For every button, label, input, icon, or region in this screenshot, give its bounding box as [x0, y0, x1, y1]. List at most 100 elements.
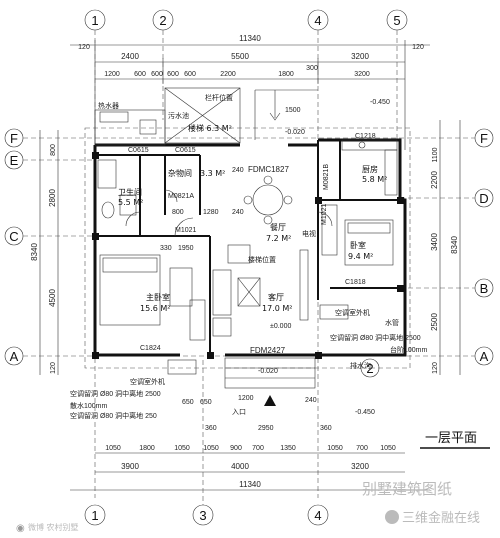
misc-dim-650b: 650	[200, 399, 212, 406]
room-living-name: 客厅	[268, 292, 284, 302]
level-kitchen-door: -0.020	[285, 129, 305, 136]
axis-row-E-left: E	[10, 153, 19, 168]
axis-row-D-right: D	[479, 191, 488, 206]
label-ac-unit-1: 空调室外机	[130, 377, 165, 386]
top-sub-dim-5: 600	[184, 71, 196, 78]
room-kitchen-area: 5.8 M²	[362, 175, 387, 184]
label-window-c1218: C1218	[355, 133, 376, 140]
axis-col-4-bottom: 4	[314, 508, 321, 523]
bottom-sub-9: 700	[356, 445, 368, 452]
level-marks: -0.450 -0.020 ±0.000 -0.020 -0.450 1500 …	[160, 99, 390, 432]
label-ac-pipe-3: 空调留洞 Ø80 洞中离地 250	[70, 411, 157, 420]
top-sub-dim-4: 600	[167, 71, 179, 78]
watermark-site: 别墅建筑图纸	[362, 480, 452, 498]
axis-col-2-detail: 2	[366, 361, 373, 376]
misc-dim-360b: 360	[320, 425, 332, 432]
misc-dim-650a: 650	[182, 399, 194, 406]
top-sub-dim-9: 3200	[354, 71, 370, 78]
misc-dim-360a: 360	[205, 425, 217, 432]
bottom-sub-10: 1050	[380, 445, 396, 452]
axis-col-3-bottom: 3	[199, 508, 206, 523]
left-dim-4500: 4500	[48, 289, 57, 307]
axis-row-B-right: B	[480, 281, 489, 296]
label-water-heater: 热水器	[98, 101, 119, 110]
misc-dim-240b: 240	[232, 209, 244, 216]
bottom-sub-6: 700	[252, 445, 264, 452]
left-dim-800: 800	[50, 144, 57, 156]
misc-dim-800: 800	[172, 209, 184, 216]
label-window-c0615b: C0615	[175, 147, 196, 154]
label-door-m1021a: M1021	[175, 227, 197, 234]
misc-dim-1280: 1280	[203, 209, 219, 216]
room-stair: 楼梯 6.3 M²	[188, 123, 232, 133]
label-door-m0821b: M0821B	[323, 164, 330, 190]
top-dim-2: 5500	[231, 52, 249, 61]
annotation-labels: 热水器 污水池 栏杆位置 楼梯位置 电视 FDMC1827 FDM2427 入口…	[70, 93, 428, 420]
right-dim-2200: 2200	[430, 171, 439, 189]
watermark-logo-icon	[385, 510, 399, 524]
top-right-120: 120	[412, 44, 424, 51]
bottom-sub-4: 1050	[203, 445, 219, 452]
label-door-m0821a: M0821A	[168, 193, 194, 200]
entrance-arrow	[264, 395, 276, 406]
label-water-pipe: 水管	[385, 318, 399, 327]
overall-width-bottom: 11340	[239, 480, 261, 489]
label-window-c1818: C1818	[345, 279, 366, 286]
label-tv: 电视	[302, 229, 316, 238]
misc-dim-1200: 1200	[238, 395, 254, 402]
axis-row-A-left: A	[10, 349, 19, 364]
top-sub-dim-1: 1200	[104, 71, 120, 78]
label-ac-pipe-2: 空调留洞 Ø80 洞中离地 2500	[330, 333, 421, 342]
drawing-title: 一层平面	[420, 431, 490, 449]
label-ac-pipe-1: 空调留洞 Ø80 洞中离地 2500	[70, 389, 161, 398]
axis-row-A-right: A	[480, 349, 489, 364]
top-sub-dim-8: 300	[306, 65, 318, 72]
overall-depth-left: 8340	[30, 243, 39, 261]
right-dim-3400: 3400	[430, 233, 439, 251]
right-dim-1100: 1100	[432, 147, 439, 162]
label-entrance: 入口	[232, 408, 246, 416]
watermark-brand: 三维金融在线	[402, 510, 480, 526]
room-dining-area: 7.2 M²	[266, 234, 291, 243]
top-dim-1: 2400	[121, 52, 139, 61]
axis-col-5: 5	[393, 13, 400, 28]
room-kitchen-name: 厨房	[362, 164, 378, 174]
room-storage-name: 杂物间	[168, 168, 192, 178]
right-dim-2500: 2500	[430, 313, 439, 331]
bottom-dim-2: 4000	[231, 462, 249, 471]
label-step: 台阶100mm	[390, 345, 428, 354]
level-porch: -0.020	[258, 368, 278, 375]
left-dim-120: 120	[50, 362, 57, 374]
left-dimension-chain: 800 2800 4500 120 8340	[30, 130, 59, 375]
bottom-dimension-chain: 1050 1800 1050 1050 900 700 1350 1050 70…	[70, 445, 430, 491]
bottom-dim-3: 3200	[351, 462, 369, 471]
axis-col-4: 4	[314, 13, 321, 28]
bottom-sub-3: 1050	[174, 445, 190, 452]
misc-dim-1500: 1500	[285, 107, 301, 114]
top-dimension-chain: 11340 2400 5500 3200 1200 600 600 600 60…	[70, 34, 430, 150]
drawing-title-text: 一层平面	[425, 431, 477, 446]
axis-col-1-bottom: 1	[91, 508, 98, 523]
axis-col-1: 1	[91, 13, 98, 28]
label-door-fdm: FDM2427	[250, 346, 286, 355]
room-storage-area: 3.3 M²	[200, 169, 225, 178]
sewage-basin-symbol	[139, 119, 157, 135]
label-handrail: 栏杆位置	[205, 93, 233, 102]
bottom-sub-7: 1350	[280, 445, 296, 452]
label-door-fdmc: FDMC1827	[248, 165, 289, 174]
misc-dim-240a: 240	[232, 167, 244, 174]
label-stair-position: 楼梯位置	[248, 255, 276, 264]
label-sewage: 污水池	[168, 111, 189, 120]
room-labels: 卫生间 5.5 M² 杂物间 3.3 M² 餐厅 7.2 M² 厨房 5.8 M…	[118, 123, 387, 313]
level-bottom-right: -0.450	[355, 409, 375, 416]
right-dimension-chain: 1100 2200 3400 2500 120 8340	[430, 120, 461, 375]
level-living: ±0.000	[270, 323, 291, 330]
label-apron: 散水100mm	[70, 401, 108, 410]
top-sub-dim-3: 600	[151, 71, 163, 78]
misc-dim-330: 330	[160, 245, 172, 252]
right-dim-120: 120	[432, 362, 439, 374]
bottom-sub-2: 1800	[139, 445, 155, 452]
overall-width-top: 11340	[239, 34, 261, 43]
left-dim-2800: 2800	[48, 189, 57, 207]
